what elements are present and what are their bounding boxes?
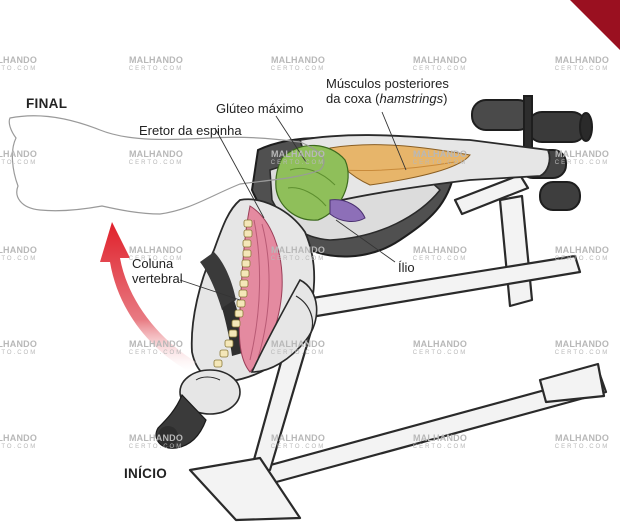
ilio-label: Ílio (398, 260, 415, 275)
posteriores-line2-suffix: ) (443, 91, 448, 106)
gluteo-label: Glúteo máximo (216, 101, 304, 116)
posteriores-line2-italic: hamstrings (379, 91, 444, 106)
final-label: FINAL (26, 96, 68, 111)
head (155, 369, 241, 449)
posteriores-line1: Músculos posteriores (326, 76, 449, 91)
spine (213, 219, 253, 368)
movement-arrow (100, 222, 196, 372)
corner-accent (570, 0, 620, 50)
erector-spinae-muscle (238, 205, 283, 373)
leader-lines (179, 111, 407, 301)
posteriores-label: Músculos posteriores da coxa (hamstrings… (326, 76, 449, 106)
eretor-label: Eretor da espinha (139, 123, 242, 138)
ilium-muscle (329, 199, 366, 222)
coluna-line1: Coluna (132, 256, 174, 271)
arms (250, 278, 318, 373)
inicio-label: INÍCIO (124, 466, 168, 481)
coluna-line2: vertebral (132, 271, 183, 286)
coluna-label: Coluna vertebral (132, 256, 183, 286)
final-position-outline (8, 115, 325, 215)
posteriores-line2-prefix: da coxa ( (326, 91, 380, 106)
bench-frame (188, 173, 608, 522)
hamstrings-muscle (329, 144, 471, 186)
